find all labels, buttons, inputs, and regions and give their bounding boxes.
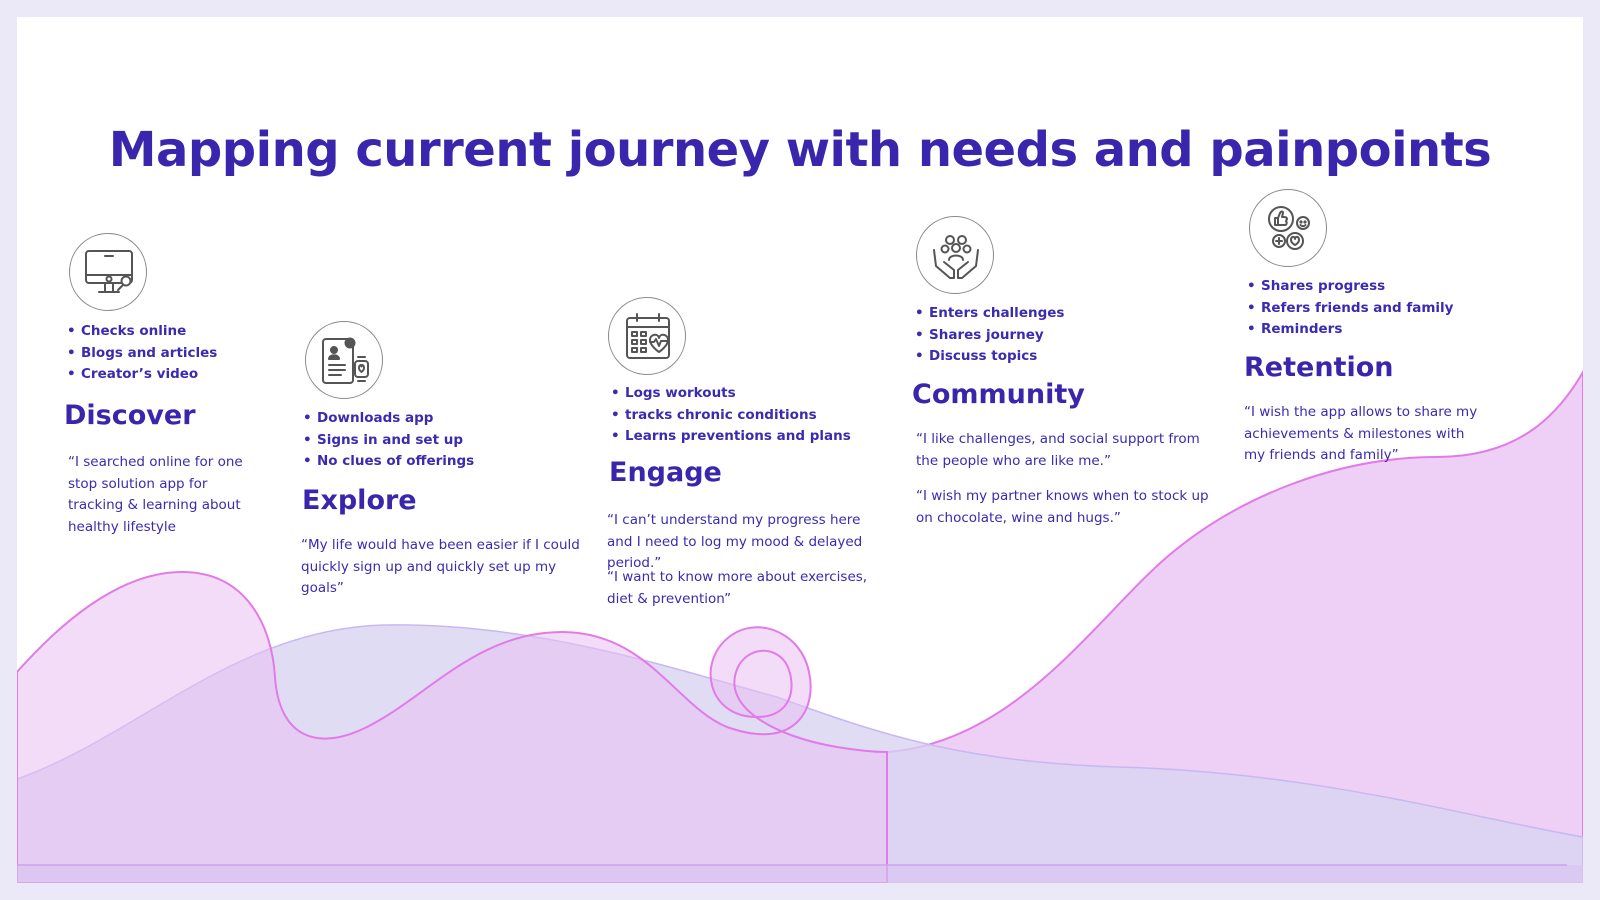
activity-list: Enters challenges Shares journey Discuss… xyxy=(913,303,1173,368)
activity-item: Shares journey xyxy=(913,325,1173,347)
stage-icon-circle xyxy=(608,297,686,375)
activity-item: Signs in and set up xyxy=(301,430,561,452)
activity-item: Enters challenges xyxy=(913,303,1173,325)
activity-item: Checks online xyxy=(65,321,325,343)
tablet-smartwatch-icon xyxy=(322,337,369,384)
monitor-search-icon xyxy=(85,250,133,293)
reactions-icon xyxy=(1268,206,1310,250)
activity-item: Creator’s video xyxy=(65,364,325,386)
stage-quote: “I want to know more about exercises, di… xyxy=(607,569,868,607)
activity-item: Reminders xyxy=(1245,319,1505,341)
activity-item: No clues of offerings xyxy=(301,451,561,473)
stage-icon-circle xyxy=(305,321,383,399)
left-wave xyxy=(17,570,888,883)
bottom-band xyxy=(17,779,1583,883)
activity-item: Downloads app xyxy=(301,408,561,430)
stage-icon-circle xyxy=(69,233,147,311)
activity-list: Downloads app Signs in and set up No clu… xyxy=(301,408,561,473)
stage-title: Discover xyxy=(64,400,196,431)
stage-quote: “I like challenges, and social support f… xyxy=(916,431,1200,469)
stage-quote: “I searched online for one stop solution… xyxy=(68,454,243,535)
activity-list: Logs workouts tracks chronic conditions … xyxy=(609,383,869,448)
hands-people-icon xyxy=(933,235,979,279)
stage-title: Retention xyxy=(1244,352,1394,383)
stage-quote: “I can’t understand my progress here and… xyxy=(607,512,863,571)
stage-quote: “I wish my partner knows when to stock u… xyxy=(916,488,1209,526)
stage-quote: “My life would have been easier if I cou… xyxy=(301,537,580,596)
page-title: Mapping current journey with needs and p… xyxy=(108,122,1492,178)
activity-list: Shares progress Refers friends and famil… xyxy=(1245,276,1505,341)
activity-item: Discuss topics xyxy=(913,346,1173,368)
background-waves xyxy=(17,370,1583,883)
activity-list: Checks online Blogs and articles Creator… xyxy=(65,321,325,386)
stage-icon-circle xyxy=(1249,189,1327,267)
calendar-heartbeat-icon xyxy=(626,313,670,359)
activity-item: Blogs and articles xyxy=(65,343,325,365)
activity-item: tracks chronic conditions xyxy=(609,405,869,427)
stage-quote: “I wish the app allows to share my achie… xyxy=(1244,404,1478,463)
stage-title: Community xyxy=(912,379,1085,410)
stage-icon-circle xyxy=(916,216,994,294)
stage-title: Engage xyxy=(609,457,722,488)
journey-slide: Mapping current journey with needs and p… xyxy=(17,17,1583,883)
right-wave xyxy=(886,370,1583,883)
activity-item: Shares progress xyxy=(1245,276,1505,298)
activity-item: Logs workouts xyxy=(609,383,869,405)
stage-title: Explore xyxy=(302,485,417,516)
activity-item: Refers friends and family xyxy=(1245,298,1505,320)
activity-item: Learns preventions and plans xyxy=(609,426,869,448)
